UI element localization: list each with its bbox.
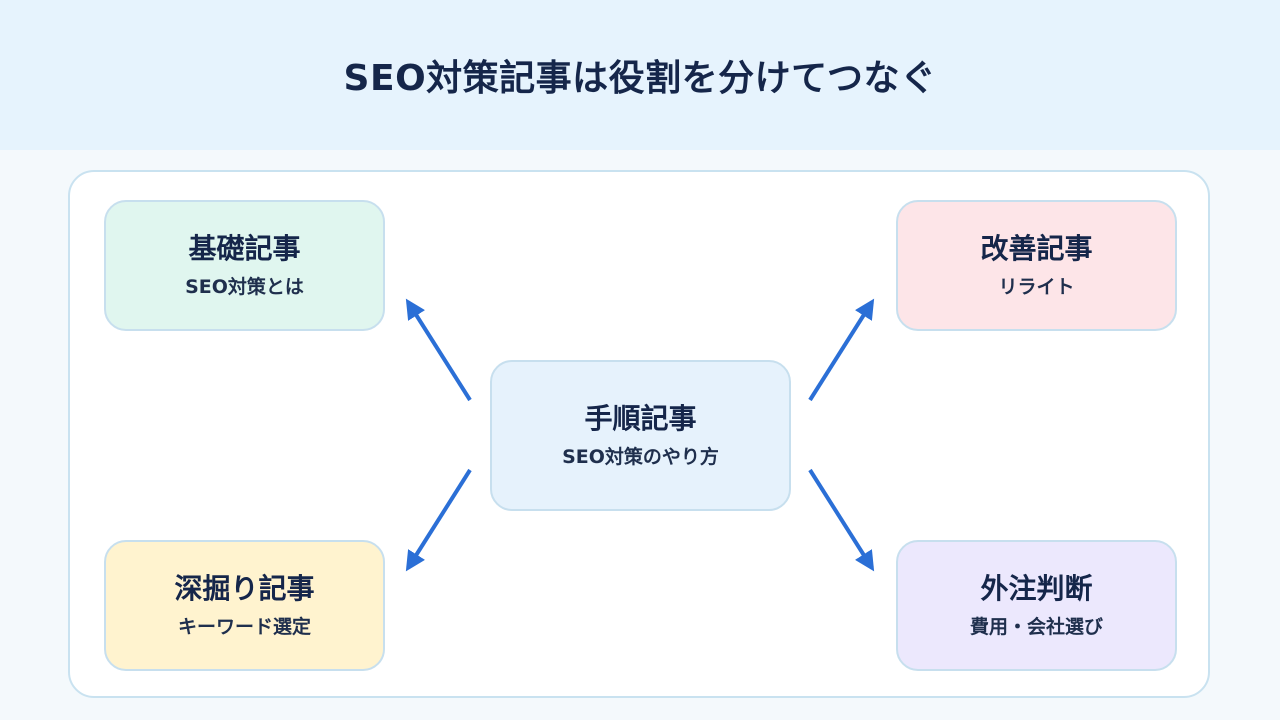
- node-basic: 基礎記事 SEO対策とは: [104, 200, 385, 331]
- node-center: 手順記事 SEO対策のやり方: [490, 360, 791, 511]
- node-center-title: 手順記事: [584, 402, 697, 436]
- node-improve: 改善記事 リライト: [896, 200, 1177, 331]
- node-improve-title: 改善記事: [980, 232, 1093, 266]
- node-outsource: 外注判断 費用・会社選び: [896, 540, 1177, 671]
- node-outsource-subtitle: 費用・会社選び: [969, 615, 1103, 638]
- node-basic-title: 基礎記事: [188, 232, 301, 266]
- node-improve-subtitle: リライト: [998, 275, 1075, 298]
- page-title: SEO対策記事は役割を分けてつなぐ: [343, 58, 937, 99]
- node-outsource-title: 外注判断: [980, 572, 1093, 606]
- node-deep-subtitle: キーワード選定: [177, 615, 311, 638]
- node-deep-title: 深掘り記事: [174, 572, 315, 606]
- node-center-subtitle: SEO対策のやり方: [562, 445, 719, 468]
- header-band: SEO対策記事は役割を分けてつなぐ: [0, 0, 1280, 150]
- node-basic-subtitle: SEO対策とは: [185, 275, 304, 298]
- node-deep: 深掘り記事 キーワード選定: [104, 540, 385, 671]
